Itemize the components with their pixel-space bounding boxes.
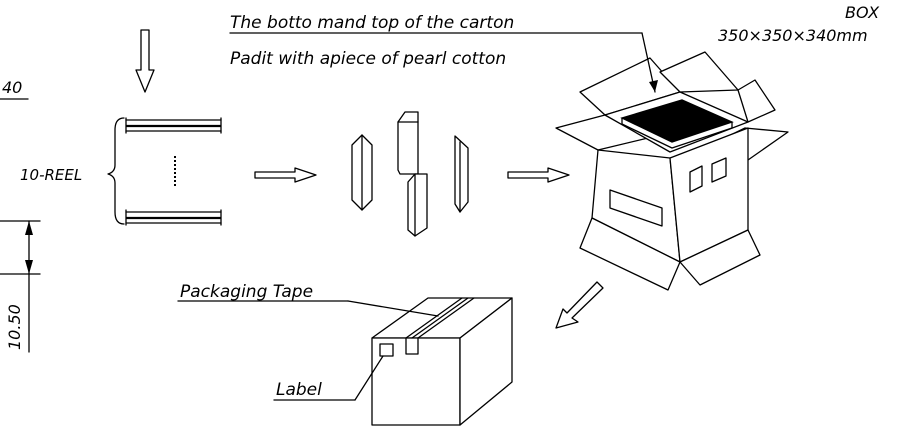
closed-carton-box	[371, 297, 513, 426]
packaging-tape-label: Packaging Tape	[180, 282, 313, 302]
label-callout: Label	[276, 380, 322, 400]
right-arrow-icon	[254, 167, 317, 183]
right-arrow-icon	[507, 167, 570, 183]
left-dimension-fragment: 40 10.50	[0, 78, 41, 353]
carton-note-line2: Padit with apiece of pearl cotton	[230, 49, 506, 69]
carton-note-line1: The botto mand top of the carton	[230, 13, 514, 33]
down-arrow-icon	[135, 29, 155, 93]
dim-side-label: 10.50	[5, 304, 24, 350]
corner-protectors	[351, 111, 469, 237]
box-dimensions: 350×350×340mm	[718, 26, 868, 45]
reel-count-label: 10-REEL	[20, 166, 82, 184]
diagonal-arrow-icon	[555, 281, 604, 329]
dim-top-label: 40	[2, 78, 22, 97]
reel-stack	[107, 117, 222, 226]
open-carton-box	[555, 51, 789, 291]
box-title: BOX	[845, 3, 880, 22]
